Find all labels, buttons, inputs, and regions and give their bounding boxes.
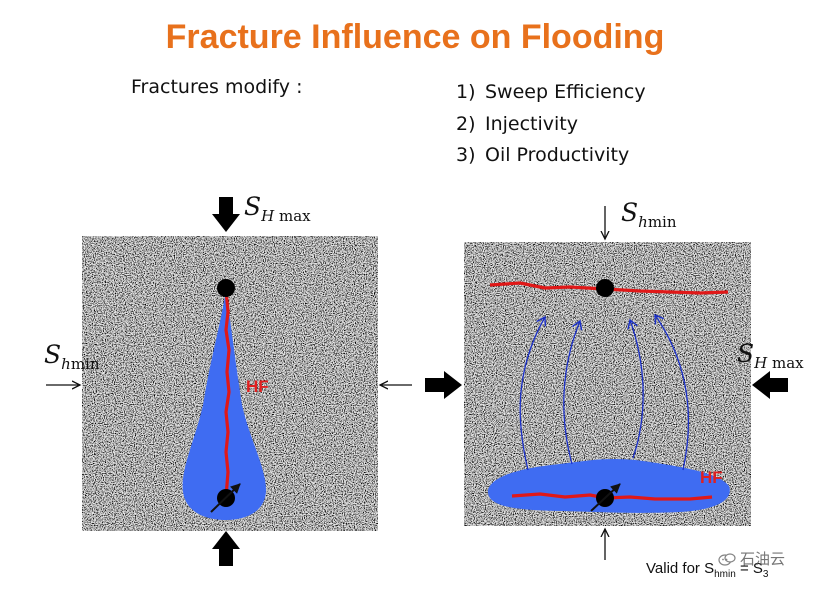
right-side-stress-label: SH max bbox=[737, 339, 804, 372]
slide-title: Fracture Influence on Flooding bbox=[165, 18, 665, 56]
left-injection-arrow-icon bbox=[210, 483, 241, 513]
left-top-stress-label: SH max bbox=[244, 192, 311, 225]
left-side-stress-label: Shmin bbox=[44, 340, 100, 373]
effect-label: Oil Productivity bbox=[485, 144, 630, 166]
intro-text: Fractures modify : bbox=[131, 76, 303, 98]
effect-number: 2) bbox=[456, 112, 476, 135]
effect-number: 3) bbox=[456, 144, 476, 166]
left-top-thick-arrow-icon bbox=[212, 197, 240, 232]
watermark-logo-icon bbox=[718, 552, 736, 566]
effect-number: 1) bbox=[456, 81, 476, 103]
left-hf-label: HF bbox=[246, 377, 269, 396]
flow-line bbox=[654, 313, 690, 471]
right-right-thick-arrow-icon bbox=[752, 371, 788, 399]
right-production-well bbox=[596, 279, 614, 297]
left-production-well bbox=[217, 279, 235, 297]
watermark-text: 石油云 bbox=[740, 550, 786, 568]
left-hydraulic-fracture bbox=[224, 289, 231, 498]
effect-item: 1) Sweep Efficiency bbox=[456, 79, 646, 111]
effect-label: Sweep Efficiency bbox=[485, 81, 646, 103]
right-hf-label: HF bbox=[700, 468, 723, 487]
effect-item: 3) Oil Productivity bbox=[456, 142, 646, 174]
flow-line bbox=[519, 315, 547, 471]
flow-line bbox=[563, 319, 583, 465]
flow-lines bbox=[519, 313, 690, 471]
flow-line bbox=[627, 318, 644, 459]
effect-item: 2) Injectivity bbox=[456, 111, 646, 143]
effect-label: Injectivity bbox=[485, 112, 579, 135]
validity-note: Valid for Shmin = S3 bbox=[646, 560, 769, 580]
right-left-thick-arrow-icon bbox=[425, 371, 462, 399]
left-flood-front bbox=[182, 288, 266, 520]
right-top-stress-label: Shmin bbox=[621, 198, 677, 231]
left-bottom-thick-arrow-icon bbox=[212, 531, 240, 566]
watermark: 石油云 bbox=[718, 548, 785, 569]
effects-list: 1) Sweep Efficiency 2) Injectivity 3) Oil P… bbox=[456, 79, 646, 174]
right-injection-arrow-icon bbox=[590, 483, 621, 512]
